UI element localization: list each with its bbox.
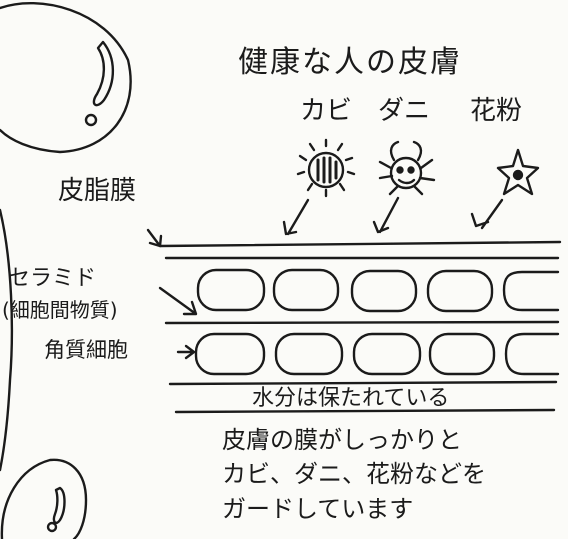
corneocyte-cell (274, 332, 344, 376)
corneocyte-cell (272, 268, 340, 312)
mite-particle (378, 140, 436, 196)
label-water-retained: 水分は保たれている (252, 386, 450, 411)
layer-line-2 (164, 320, 560, 325)
caption-line-3: ガードしています (222, 495, 414, 523)
allergen-label-mold: カビ (300, 96, 353, 126)
corneocyte-cell-partial (502, 270, 560, 312)
corneocyte-cell (352, 332, 422, 376)
cell-outline-bottom (0, 458, 88, 539)
mite-arrow (372, 196, 400, 234)
layer-line-4 (174, 408, 556, 414)
cell-outline-top (0, 1, 132, 154)
layer-line-3 (168, 380, 558, 386)
sebum-film-arrow (146, 228, 163, 248)
corneocyte-cell (426, 269, 494, 313)
cell-outline-bottom-nucleus (52, 486, 66, 525)
ceramide-arrow (158, 286, 198, 316)
pollen-particle (496, 148, 540, 196)
mold-arrow (282, 198, 310, 236)
corneocyte-cell (350, 269, 418, 313)
pollen-arrow (470, 198, 504, 230)
corneocyte-arrow (176, 344, 196, 360)
cell-outline-middle (0, 208, 14, 472)
label-ceramide-sub: (細胞間物質) (2, 298, 118, 322)
cell-outline-top-nucleus (92, 40, 115, 107)
allergen-label-mite: ダニ (378, 96, 431, 126)
corneocyte-cell (428, 332, 496, 376)
corneocyte-cell (194, 332, 266, 376)
diagram-title: 健康な人の皮膚 (238, 45, 462, 80)
caption-line-1: 皮膚の膜がしっかりと (222, 426, 462, 454)
sebum-film-line (158, 240, 562, 248)
corneocyte-cell (196, 268, 266, 312)
label-sebum-film: 皮脂膜 (58, 176, 137, 206)
label-ceramide: セラミド (8, 266, 97, 291)
mold-particle (296, 138, 356, 198)
label-corneocyte: 角質細胞 (44, 338, 128, 362)
corneocyte-cell-partial (504, 332, 560, 376)
allergen-label-pollen: 花粉 (470, 96, 523, 126)
caption-line-2: カビ、ダニ、花粉などを (222, 460, 486, 488)
cell-outline-bottom-dot (46, 521, 58, 533)
cell-outline-top-dot (84, 113, 98, 127)
